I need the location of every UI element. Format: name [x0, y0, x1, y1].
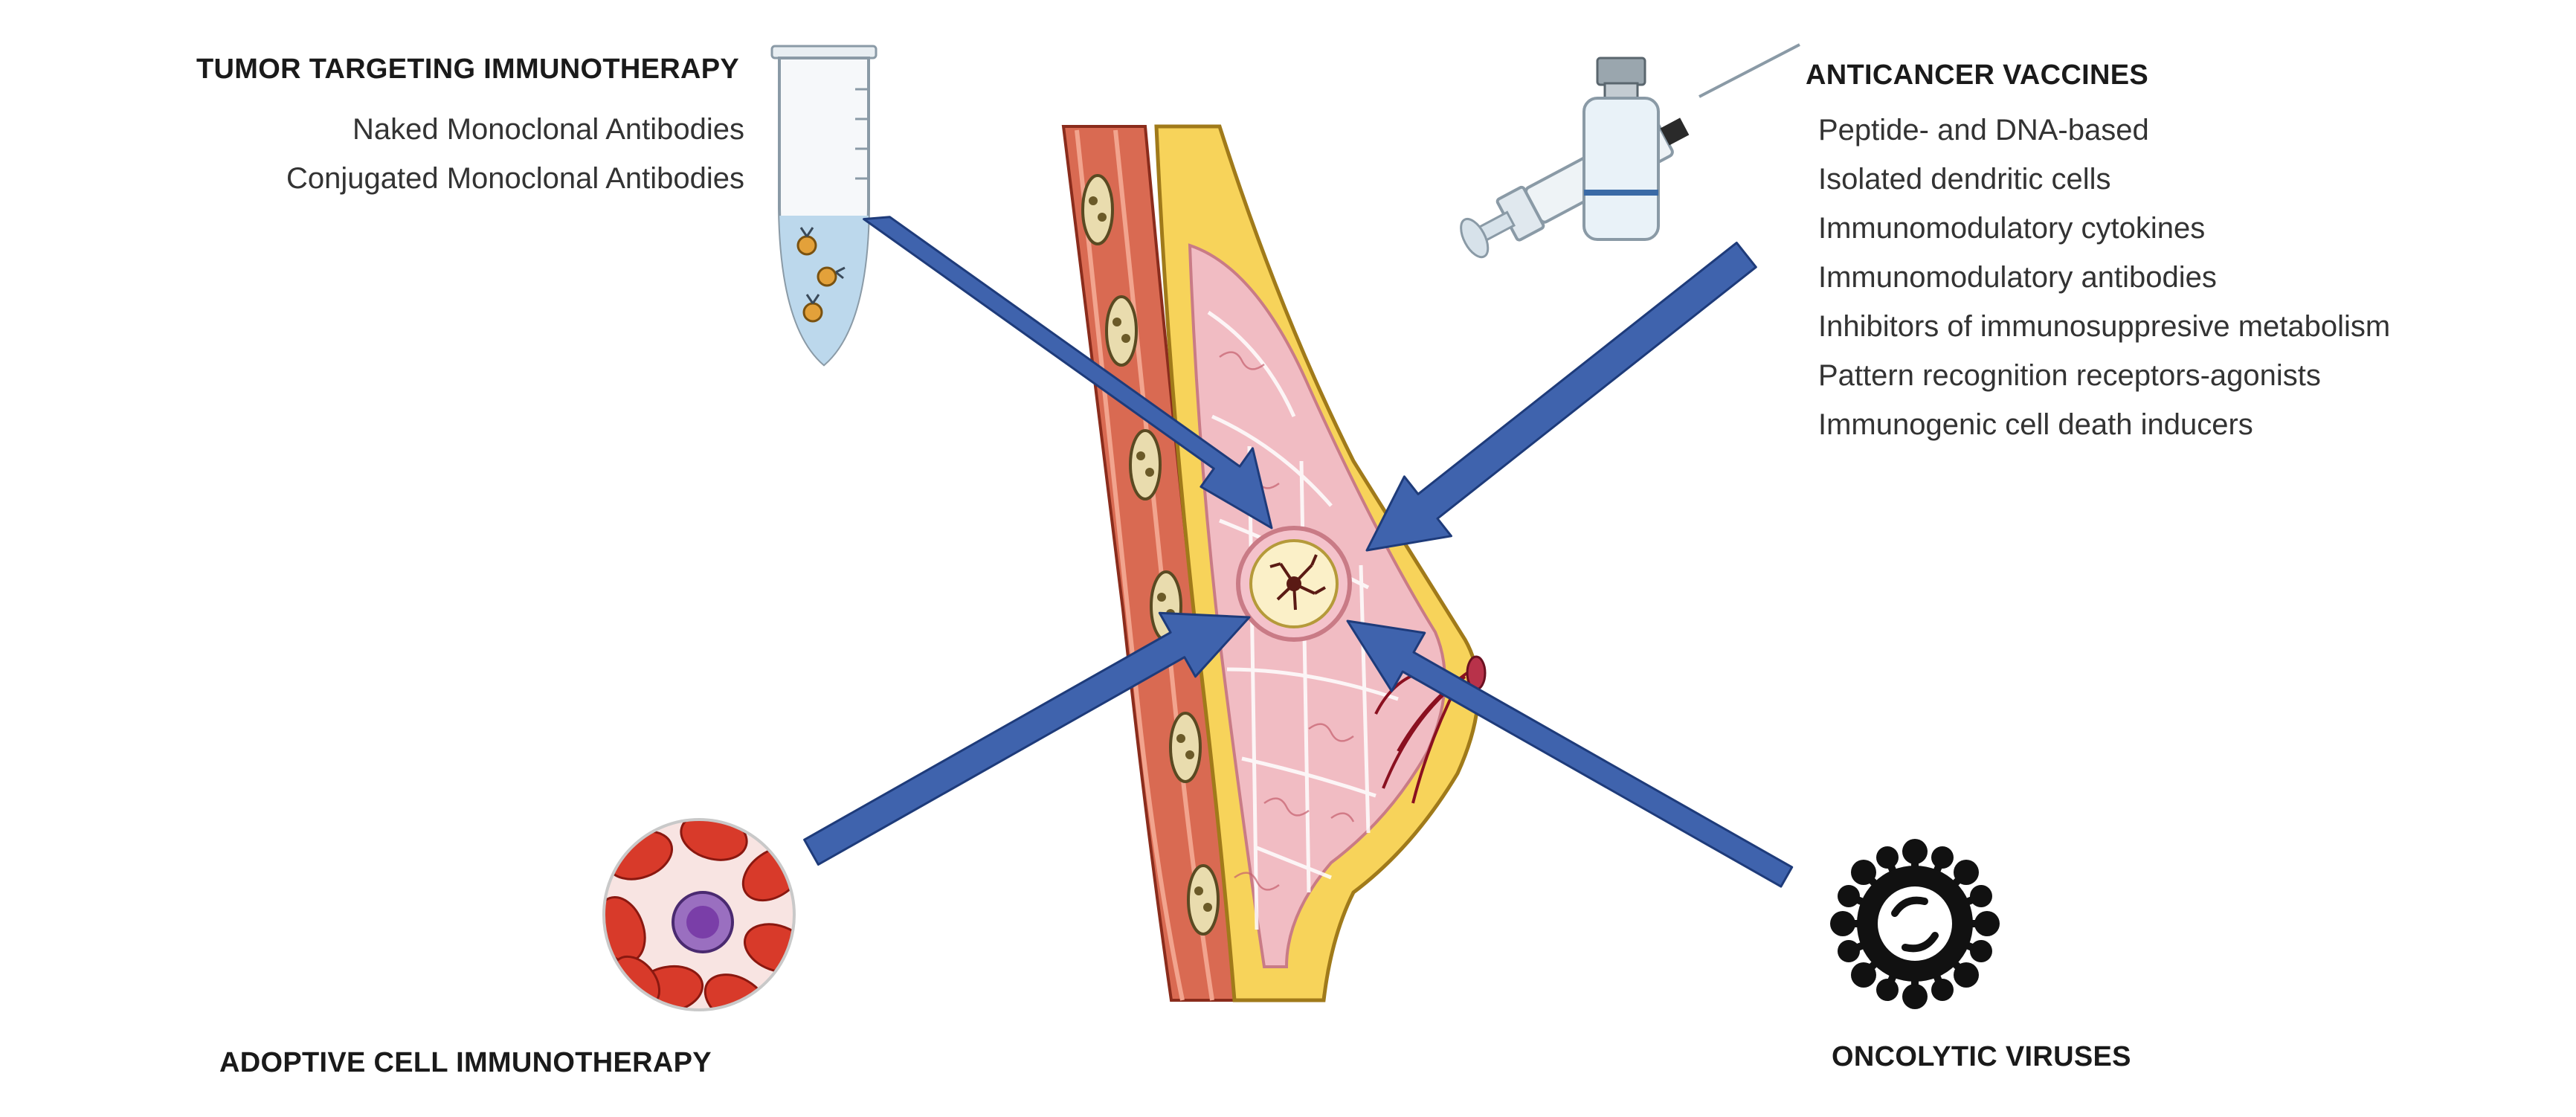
tumor-targeting-title: TUMOR TARGETING IMMUNOTHERAPY [196, 54, 739, 85]
tumor-targeting-item-2: Conjugated Monoclonal Antibodies [286, 162, 744, 195]
rib-ovals [1081, 174, 1220, 936]
vaccine-item: Peptide- and DNA-based [1818, 114, 2149, 147]
virus-icon [1830, 839, 2000, 1009]
vaccine-item: Isolated dendritic cells [1818, 163, 2111, 196]
oncolytic-viruses-title: ONCOLYTIC VIRUSES [1832, 1041, 2131, 1072]
tumor [1236, 526, 1352, 642]
vaccine-item: Inhibitors of immunosuppresive metabolis… [1818, 310, 2391, 343]
adoptive-cell-title: ADOPTIVE CELL IMMUNOTHERAPY [219, 1047, 712, 1078]
arrow-from-virus [1346, 619, 1794, 888]
vaccine-item: Immunogenic cell death inducers [1818, 408, 2253, 441]
vaccine-item: Immunomodulatory antibodies [1818, 261, 2217, 294]
arrows [803, 216, 1794, 888]
arrow-from-blood-cells [803, 611, 1251, 866]
syringe-vial-icon [1460, 43, 1800, 259]
antibody-test-tube-icon [770, 45, 878, 367]
breast-cross-section [1061, 124, 1487, 1002]
anticancer-vaccines-title: ANTICANCER VACCINES [1806, 59, 2149, 91]
anticancer-vaccines-list: Peptide- and DNA-based Isolated dendriti… [1818, 106, 2390, 449]
arrow-from-vaccines [1365, 241, 1757, 552]
tumor-targeting-item-1: Naked Monoclonal Antibodies [352, 113, 744, 146]
blood-cells-icon [602, 818, 796, 1011]
vaccine-item: Pattern recognition receptors-agonists [1818, 359, 2321, 392]
vaccine-item: Immunomodulatory cytokines [1818, 212, 2206, 245]
arrow-from-antibodies [863, 216, 1273, 529]
